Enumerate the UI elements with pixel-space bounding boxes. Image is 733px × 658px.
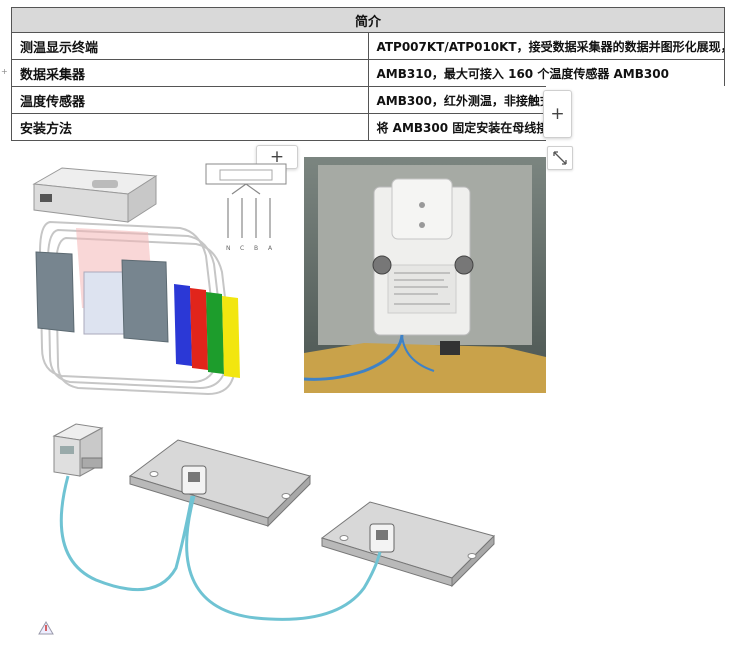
- busbar-cover-plate-right: [320, 501, 495, 588]
- installation-diagram: [52, 423, 495, 621]
- cable-lines: [59, 475, 382, 621]
- table-value-cell: AMB310，最大可接入 160 个温度传感器 AMB300: [367, 59, 725, 87]
- add-row-button[interactable]: +: [256, 145, 298, 169]
- table-row: 测温显示终端 ATP007KT/ATP010KT，接受数据采集器的数据并图形化展…: [11, 32, 725, 60]
- table-header-row: 简介: [11, 7, 725, 33]
- busbar-green-shape: [206, 292, 224, 374]
- table-resize-handle[interactable]: [547, 146, 573, 170]
- add-column-button[interactable]: +: [543, 90, 572, 138]
- editor-overlay-mask: [546, 86, 733, 146]
- infrared-schematic: N C B A: [205, 163, 287, 252]
- table-key-cell: 温度传感器: [11, 86, 369, 114]
- busbar-blue-shape: [174, 284, 192, 366]
- sensor-device-shape: [32, 167, 158, 223]
- phase-label: B: [254, 245, 258, 252]
- phase-label: A: [268, 245, 273, 252]
- busbar-yellow-shape: [222, 296, 240, 378]
- busbar-3d-illustration: [32, 167, 240, 396]
- busbar-red-shape: [190, 288, 208, 370]
- intro-table: 简介 测温显示终端 ATP007KT/ATP010KT，接受数据采集器的数据并图…: [11, 7, 725, 141]
- phase-label: N: [226, 245, 231, 252]
- table-header-cell: 简介: [11, 7, 725, 33]
- data-collector-device-shape: [52, 423, 104, 477]
- busbar-cover-plate-left: [128, 439, 311, 528]
- table-key-cell: 数据采集器: [11, 59, 369, 87]
- image-anchor-icon[interactable]: [37, 620, 55, 636]
- table-key-cell: 安装方法: [11, 113, 369, 141]
- clamp-plate-left-shape: [35, 251, 75, 333]
- phase-label: C: [240, 245, 244, 252]
- plus-icon: +: [550, 104, 565, 124]
- installed-sensor-photo: [304, 157, 546, 393]
- table-row: 数据采集器 AMB310，最大可接入 160 个温度传感器 AMB300: [11, 59, 725, 87]
- margin-handle-icon[interactable]: +: [1, 67, 8, 76]
- resize-icon: [553, 151, 567, 165]
- table-value-cell: ATP007KT/ATP010KT，接受数据采集器的数据并图形化展现，可将数据转…: [367, 32, 725, 60]
- table-key-cell: 测温显示终端: [11, 32, 369, 60]
- plus-icon: +: [269, 147, 285, 167]
- clamp-plate-right-shape: [121, 259, 169, 343]
